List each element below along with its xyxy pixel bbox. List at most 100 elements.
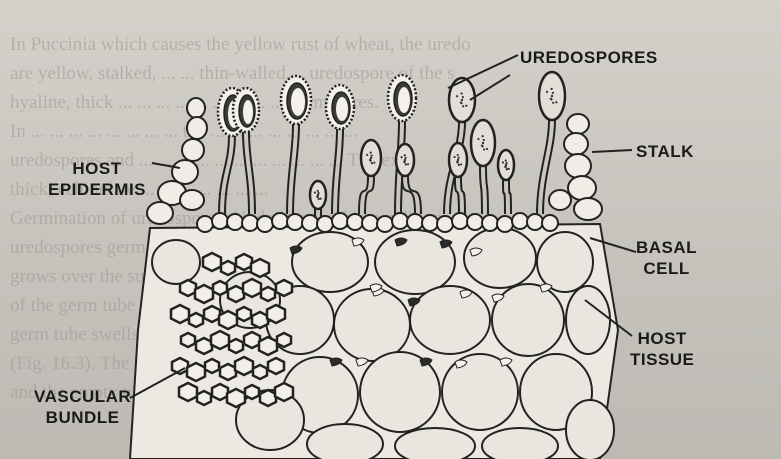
spore-granule	[460, 102, 462, 104]
basal-cell	[482, 215, 498, 231]
label-line: TISSUE	[630, 349, 694, 370]
host-tissue-cell	[307, 424, 383, 459]
spore-granule	[317, 196, 319, 198]
basal-cell	[227, 214, 243, 230]
spore-granule	[370, 152, 372, 154]
stalk	[509, 180, 511, 214]
vascular-cell	[260, 390, 276, 406]
vascular-cell	[236, 254, 252, 270]
basal-cell	[212, 213, 228, 229]
spore-granule	[481, 145, 483, 147]
stalk	[243, 132, 249, 214]
vascular-cell	[220, 364, 236, 380]
vascular-cell	[219, 311, 237, 329]
label-line: HOST	[630, 328, 694, 349]
vascular-cell	[251, 259, 269, 277]
host-tissue-cell	[566, 400, 614, 459]
vascular-cell	[195, 285, 213, 303]
vascular-cell	[227, 389, 245, 407]
vascular-cell	[228, 286, 244, 302]
host-tissue-cell	[334, 289, 410, 361]
basal-cell	[257, 216, 273, 232]
spore-granule	[317, 194, 319, 196]
vascular-cell	[277, 333, 291, 347]
spore-granule	[456, 95, 458, 97]
host-tissue-cell	[482, 428, 558, 459]
stalk	[480, 166, 482, 214]
spore-granule	[550, 88, 552, 90]
basal-cell	[362, 215, 378, 231]
spore-granule	[477, 138, 479, 140]
spore-lumen	[291, 88, 305, 116]
spore-granule	[366, 154, 368, 156]
spore-granule	[461, 99, 463, 101]
vascular-cell	[261, 287, 275, 301]
spore-granule	[505, 166, 507, 168]
spore-granule	[502, 161, 504, 163]
stalk	[338, 129, 343, 214]
vascular-cell	[196, 338, 212, 354]
stalk	[503, 180, 505, 214]
spore-granule	[508, 168, 510, 170]
spore-granule	[407, 163, 409, 165]
spore-lumen	[336, 97, 348, 121]
label-line: VASCULAR	[34, 386, 131, 407]
vascular-cell	[268, 358, 284, 374]
basal-cell	[512, 213, 528, 229]
spore-granule	[555, 101, 557, 103]
stalk	[249, 132, 255, 214]
host-epidermis-right	[549, 114, 602, 220]
stalk	[332, 129, 337, 214]
spore-granule	[320, 198, 322, 200]
basal-cell	[317, 216, 333, 232]
spore-granule	[552, 102, 554, 104]
spore-granule	[457, 157, 459, 159]
vascular-cell	[244, 332, 260, 348]
label-line: CELL	[636, 258, 697, 279]
spore-granule	[314, 191, 316, 193]
host-tissue-cell	[395, 428, 475, 459]
vascular-cell	[221, 261, 235, 275]
vascular-cell	[229, 339, 243, 353]
spore-granule	[400, 156, 402, 158]
basal-cell	[377, 216, 393, 232]
vascular-bundle-label: VASCULAR BUNDLE	[34, 386, 131, 428]
vascular-cell	[259, 337, 277, 355]
spore-granule	[405, 163, 407, 165]
stalk	[455, 177, 459, 214]
vascular-cell	[235, 357, 253, 375]
spore-granule	[370, 159, 372, 161]
label-line: HOST	[48, 158, 146, 179]
spore-granule	[404, 157, 406, 159]
vascular-cell	[252, 312, 268, 328]
spore-granule	[465, 105, 467, 107]
vascular-cell	[179, 383, 197, 401]
spore-granule	[505, 164, 507, 166]
vascular-cell	[267, 305, 285, 323]
stalk	[461, 177, 465, 214]
host-epidermis-label: HOST EPIDERMIS	[48, 158, 146, 200]
spore-granule	[546, 91, 548, 93]
basal-cell	[452, 213, 468, 229]
spore-granule	[458, 164, 460, 166]
basal-cell-label: BASAL CELL	[636, 237, 697, 279]
spore-granule	[370, 157, 372, 159]
vascular-cell	[243, 279, 261, 297]
host-tissue-cell	[537, 232, 593, 292]
spore-granule	[457, 159, 459, 161]
basal-cell	[467, 214, 483, 230]
vascular-cell	[237, 307, 251, 321]
spore-granule	[404, 154, 406, 156]
spore-granule	[404, 161, 406, 163]
spore-granule	[457, 161, 459, 163]
basal-cell	[242, 215, 258, 231]
basal-cell	[542, 215, 558, 231]
stalk	[225, 136, 235, 214]
basal-cell	[392, 213, 408, 229]
stalk	[293, 124, 299, 214]
spore-granule	[462, 105, 464, 107]
host-tissue-cell	[152, 240, 200, 284]
vascular-cell	[187, 363, 205, 381]
basal-cell	[527, 214, 543, 230]
